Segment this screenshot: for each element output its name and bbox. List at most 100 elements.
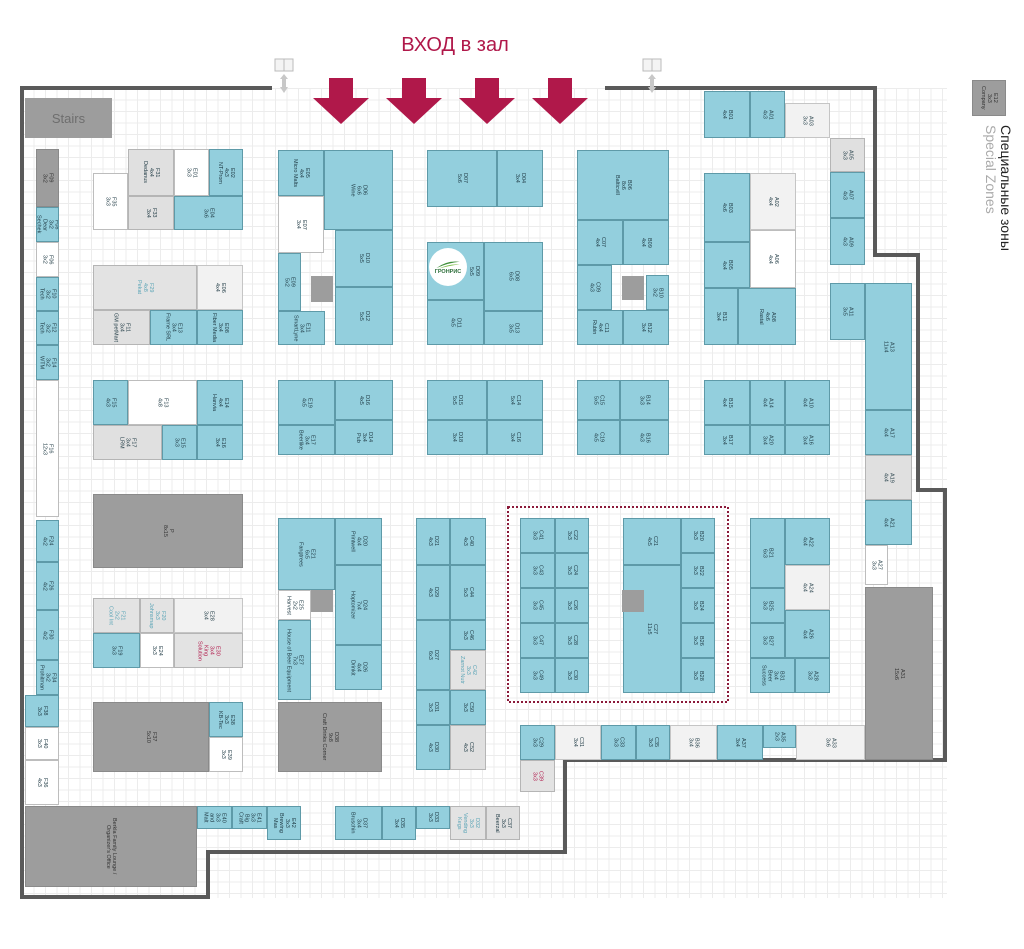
booth-office[interactable]: Berkla Family Lounge / Organizer's Offic… [25, 806, 197, 887]
